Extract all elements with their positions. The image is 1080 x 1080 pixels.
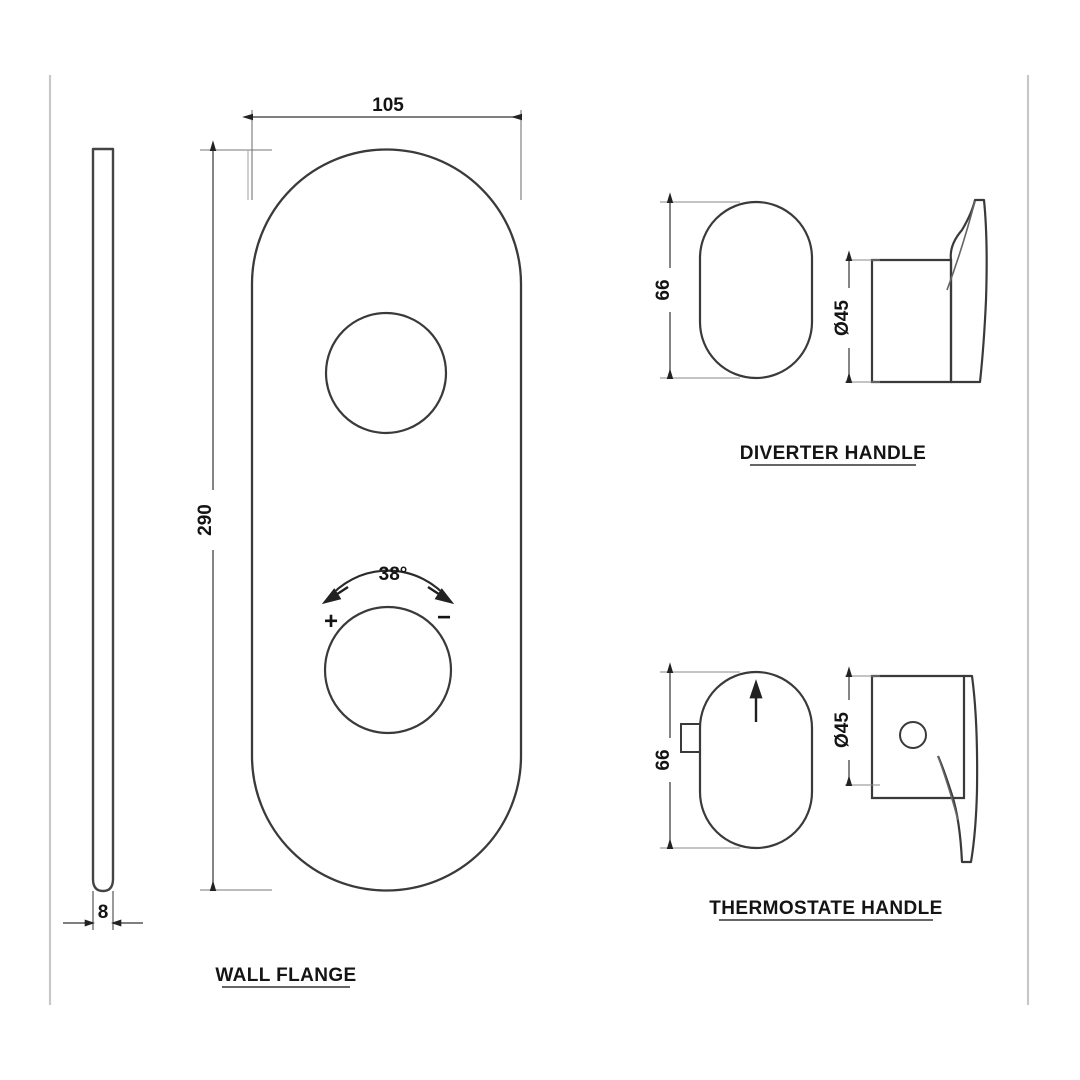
thermostate-dimension-height-66: 66 [653,662,740,850]
diverter-dimension-height-66: 66 [653,192,740,380]
diverter-side-fin-crease [946,200,976,291]
diverter-dim-label-diameter: Ø45 [832,300,853,336]
diverter-knob-opening[interactable] [324,311,448,435]
thermostate-handle-side-view [870,674,979,864]
plus-sign-label: + [324,608,338,635]
diverter-dia-label-backdrop [837,288,859,348]
dimension-width-105: 105 [242,95,523,200]
wall-flange-title-group: WALL FLANGE [215,965,356,988]
diverter-handle-title: DIVERTER HANDLE [740,443,927,464]
wall-flange-side-profile [91,147,115,893]
thermostate-handle-title: THERMOSTATE HANDLE [709,898,942,919]
diverter-dimension-diameter-45: Ø45 [832,250,880,384]
rotation-angle-indicator: 38° + − [321,564,455,635]
diverter-dim-label-backdrop [658,268,680,312]
diverter-handle-front-view [698,200,814,380]
dim-label-height-backdrop [200,490,222,550]
thermostate-dim-label-diameter: Ø45 [832,712,853,748]
wall-flange-title: WALL FLANGE [215,965,356,986]
wall-flange-front-view [250,148,523,892]
diverter-front-outline [698,200,814,380]
diverter-dim-label-height: 66 [653,279,674,300]
thermostate-side-fin-crease [937,755,959,821]
dim-label-width: 105 [372,95,404,116]
minus-sign-label: − [437,604,451,631]
arc-arrow-left-icon [321,585,349,605]
dim-label-height: 290 [195,504,216,536]
thermostate-front-outline [698,670,814,850]
thermostate-side-tab [680,723,700,753]
dim-label-width-backdrop [360,96,416,116]
thermostate-handle-title-group: THERMOSTATE HANDLE [709,898,942,921]
diverter-handle-side-view [870,198,988,384]
diverter-handle-title-group: DIVERTER HANDLE [740,443,927,466]
thermostate-side-body [870,674,966,800]
dimension-height-290: 290 [195,140,272,892]
thermostate-dim-label-backdrop [658,738,680,782]
front-plate-outline [250,148,523,892]
dim-label-thickness: 8 [98,902,109,923]
diverter-side-body [870,258,953,384]
dimension-thickness-8: 8 [63,891,143,930]
diverter-side-lever-fin [949,198,988,384]
thermostate-dia-label-backdrop [837,700,859,760]
side-profile-outline [91,147,115,893]
thermostate-dimension-diameter-45: Ø45 [832,666,880,787]
thermostat-knob-opening[interactable] [323,605,453,735]
thermostate-side-port[interactable] [899,721,927,749]
dim-label-angle: 38° [379,564,408,585]
rotation-arc [326,569,450,601]
thermostate-handle-front-view [680,670,814,850]
thermostate-side-lever-fin [936,674,979,864]
sheet-border-frame [48,75,1030,1005]
thermostate-dim-label-height: 66 [653,749,674,770]
arc-arrow-right-icon [427,585,455,605]
